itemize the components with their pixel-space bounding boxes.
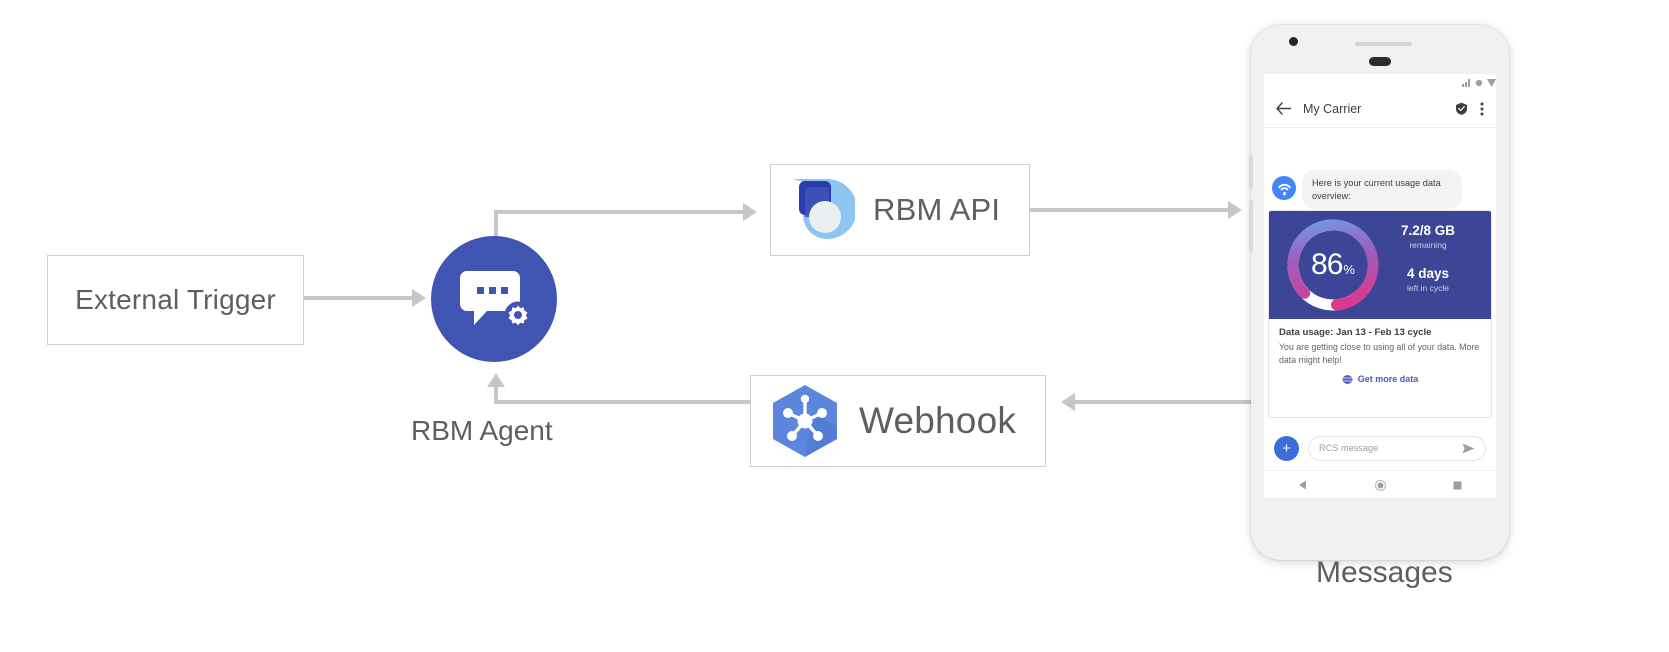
connector-webhook-to-agent-vertical (494, 386, 498, 404)
gauge-value: 86 % (1285, 217, 1381, 313)
signal-icon (1462, 79, 1470, 87)
globe-icon (1341, 373, 1353, 385)
connector-webhook-to-agent-horizontal (494, 400, 752, 404)
app-bar-title: My Carrier (1303, 101, 1362, 116)
gauge-percent-symbol: % (1343, 262, 1355, 277)
external-trigger-label: External Trigger (75, 284, 276, 315)
stat-data-remaining-label: remaining (1409, 240, 1447, 251)
node-rbm-api[interactable]: RBM API (770, 164, 1030, 256)
phone-screen: My Carrier Here is your current usage da… (1264, 74, 1496, 498)
phone-power-button[interactable] (1249, 155, 1253, 189)
avatar (1272, 176, 1296, 200)
node-rbm-agent[interactable] (431, 236, 557, 362)
stat-data-remaining-value: 7.2/8 GB (1400, 223, 1456, 238)
connector-agent-to-api-horizontal (494, 210, 744, 214)
more-vert-icon[interactable] (1480, 102, 1484, 116)
rcs-message-input[interactable]: RCS message (1308, 435, 1486, 461)
node-webhook[interactable]: Webhook (750, 375, 1046, 467)
arrowhead-trigger-to-agent (412, 289, 426, 307)
battery-icon (1487, 79, 1496, 87)
messages-caption: Messages (1316, 556, 1453, 589)
phone-status-bar (1264, 77, 1496, 89)
connector-trigger-to-agent (303, 296, 413, 300)
nav-recents-square-icon[interactable] (1453, 481, 1462, 490)
gauge-percent-value: 86 (1311, 248, 1343, 281)
get-more-data-label: Get more data (1357, 374, 1419, 384)
phone-app-bar: My Carrier (1264, 90, 1496, 128)
carrier-antenna-icon (1277, 183, 1291, 195)
add-attachment-button[interactable]: + (1274, 435, 1299, 461)
chat-gear-icon (460, 271, 529, 329)
message-composer: + RCS message (1274, 434, 1486, 462)
webhook-label: Webhook (859, 400, 1017, 441)
arrowhead-phone-to-webhook (1061, 393, 1075, 411)
send-icon[interactable] (1462, 443, 1475, 454)
add-attachment-label: + (1282, 439, 1291, 457)
phone-sensor-icon (1369, 57, 1391, 66)
rbm-agent-caption: RBM Agent (411, 415, 553, 446)
data-usage-gauge: 86 % (1285, 217, 1381, 313)
rbm-api-icon (793, 179, 855, 239)
rbm-api-label: RBM API (873, 192, 1001, 227)
nav-home-circle-icon[interactable] (1374, 479, 1386, 491)
node-external-trigger[interactable]: External Trigger (47, 255, 304, 345)
phone-volume-button[interactable] (1249, 200, 1253, 252)
rcs-message-placeholder: RCS message (1319, 443, 1379, 453)
webhook-hexagon-icon (773, 385, 837, 457)
phone-earpiece-icon (1355, 42, 1412, 46)
wifi-icon (1475, 79, 1483, 87)
get-more-data-button[interactable]: Get more data (1279, 367, 1481, 389)
phone-nav-bar (1264, 470, 1496, 498)
card-body: Data usage: Jan 13 - Feb 13 cycle You ar… (1269, 319, 1491, 395)
connector-api-to-phone (1030, 208, 1230, 212)
stat-days-left-value: 4 days (1406, 265, 1450, 281)
card-description: You are getting close to using all of yo… (1279, 342, 1480, 365)
rich-card[interactable]: 86 % 7.2/8 GB remaining 4 days left in c… (1268, 210, 1492, 418)
card-hero-stats: 7.2/8 GB remaining 4 days left in cycle (1379, 223, 1477, 295)
arrowhead-webhook-to-agent (487, 373, 505, 387)
arrowhead-api-to-phone (1228, 201, 1242, 219)
incoming-message-bubble: Here is your current usage data overview… (1302, 170, 1462, 210)
arrowhead-agent-to-api (743, 203, 757, 221)
card-hero: 86 % 7.2/8 GB remaining 4 days left in c… (1269, 211, 1491, 319)
phone-front-camera-icon (1289, 37, 1298, 46)
back-arrow-icon[interactable] (1276, 102, 1291, 115)
nav-back-triangle-icon[interactable] (1298, 480, 1308, 490)
verified-shield-icon[interactable] (1455, 102, 1468, 115)
stat-days-left-label: left in cycle (1406, 283, 1450, 294)
connector-phone-to-webhook (1075, 400, 1255, 404)
card-title: Data usage: Jan 13 - Feb 13 cycle (1279, 327, 1432, 338)
